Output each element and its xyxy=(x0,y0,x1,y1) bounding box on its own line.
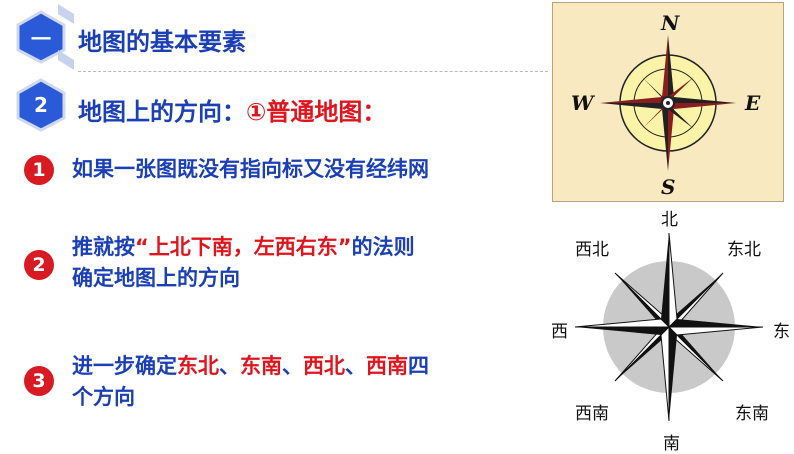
section-title-2: 地图上的方向：①普通地图： xyxy=(78,98,387,126)
compass-rose-icon xyxy=(600,35,736,171)
compass-rose-en-panel: N S W E xyxy=(552,2,784,202)
section-badge-1: 一 xyxy=(14,10,68,64)
compass-cn-southwest-label: 西南 xyxy=(575,404,609,424)
compass-en-west-label: W xyxy=(571,91,594,115)
hexagon-icon xyxy=(16,10,66,64)
divider-line xyxy=(78,71,548,72)
point-1-text: 如果一张图既没有指向标又没有经纬网 xyxy=(72,157,429,181)
compass-cn-east-label: 东 xyxy=(773,322,790,342)
compass-cn-southeast-label: 东南 xyxy=(735,404,769,424)
decor-chevrons-icon xyxy=(58,4,74,70)
section-badge-1-text: 一 xyxy=(31,26,51,51)
compass-cn-northwest-label: 西北 xyxy=(575,240,609,260)
point-number-2: 2 xyxy=(24,250,54,280)
section-badge-2-text: 2 xyxy=(34,93,48,117)
point-3-text: 进一步确定东北、东南、西北、西南四 个方向 xyxy=(72,354,429,409)
eight-point-star-icon xyxy=(574,232,764,422)
point-number-3: 3 xyxy=(24,366,54,396)
hexagon-icon xyxy=(16,78,66,132)
compass-en-east-label: E xyxy=(745,91,761,115)
compass-cn-northeast-label: 东北 xyxy=(727,240,761,260)
compass-cn-north-label: 北 xyxy=(661,210,678,230)
compass-cn-west-label: 西 xyxy=(551,322,568,342)
compass-en-north-label: N xyxy=(661,11,680,35)
compass-cn-south-label: 南 xyxy=(663,434,680,454)
compass-en-south-label: S xyxy=(661,175,676,199)
point-2-text: 推就按“上北下南，左西右东”的法则 确定地图上的方向 xyxy=(72,235,415,290)
section-badge-2: 2 xyxy=(14,78,68,132)
section-title-1: 地图的基本要素 xyxy=(78,28,246,56)
compass-rose-cn-panel: 北 南 西 东 西北 东北 西南 东南 xyxy=(545,205,794,454)
point-number-1: 1 xyxy=(24,155,54,185)
